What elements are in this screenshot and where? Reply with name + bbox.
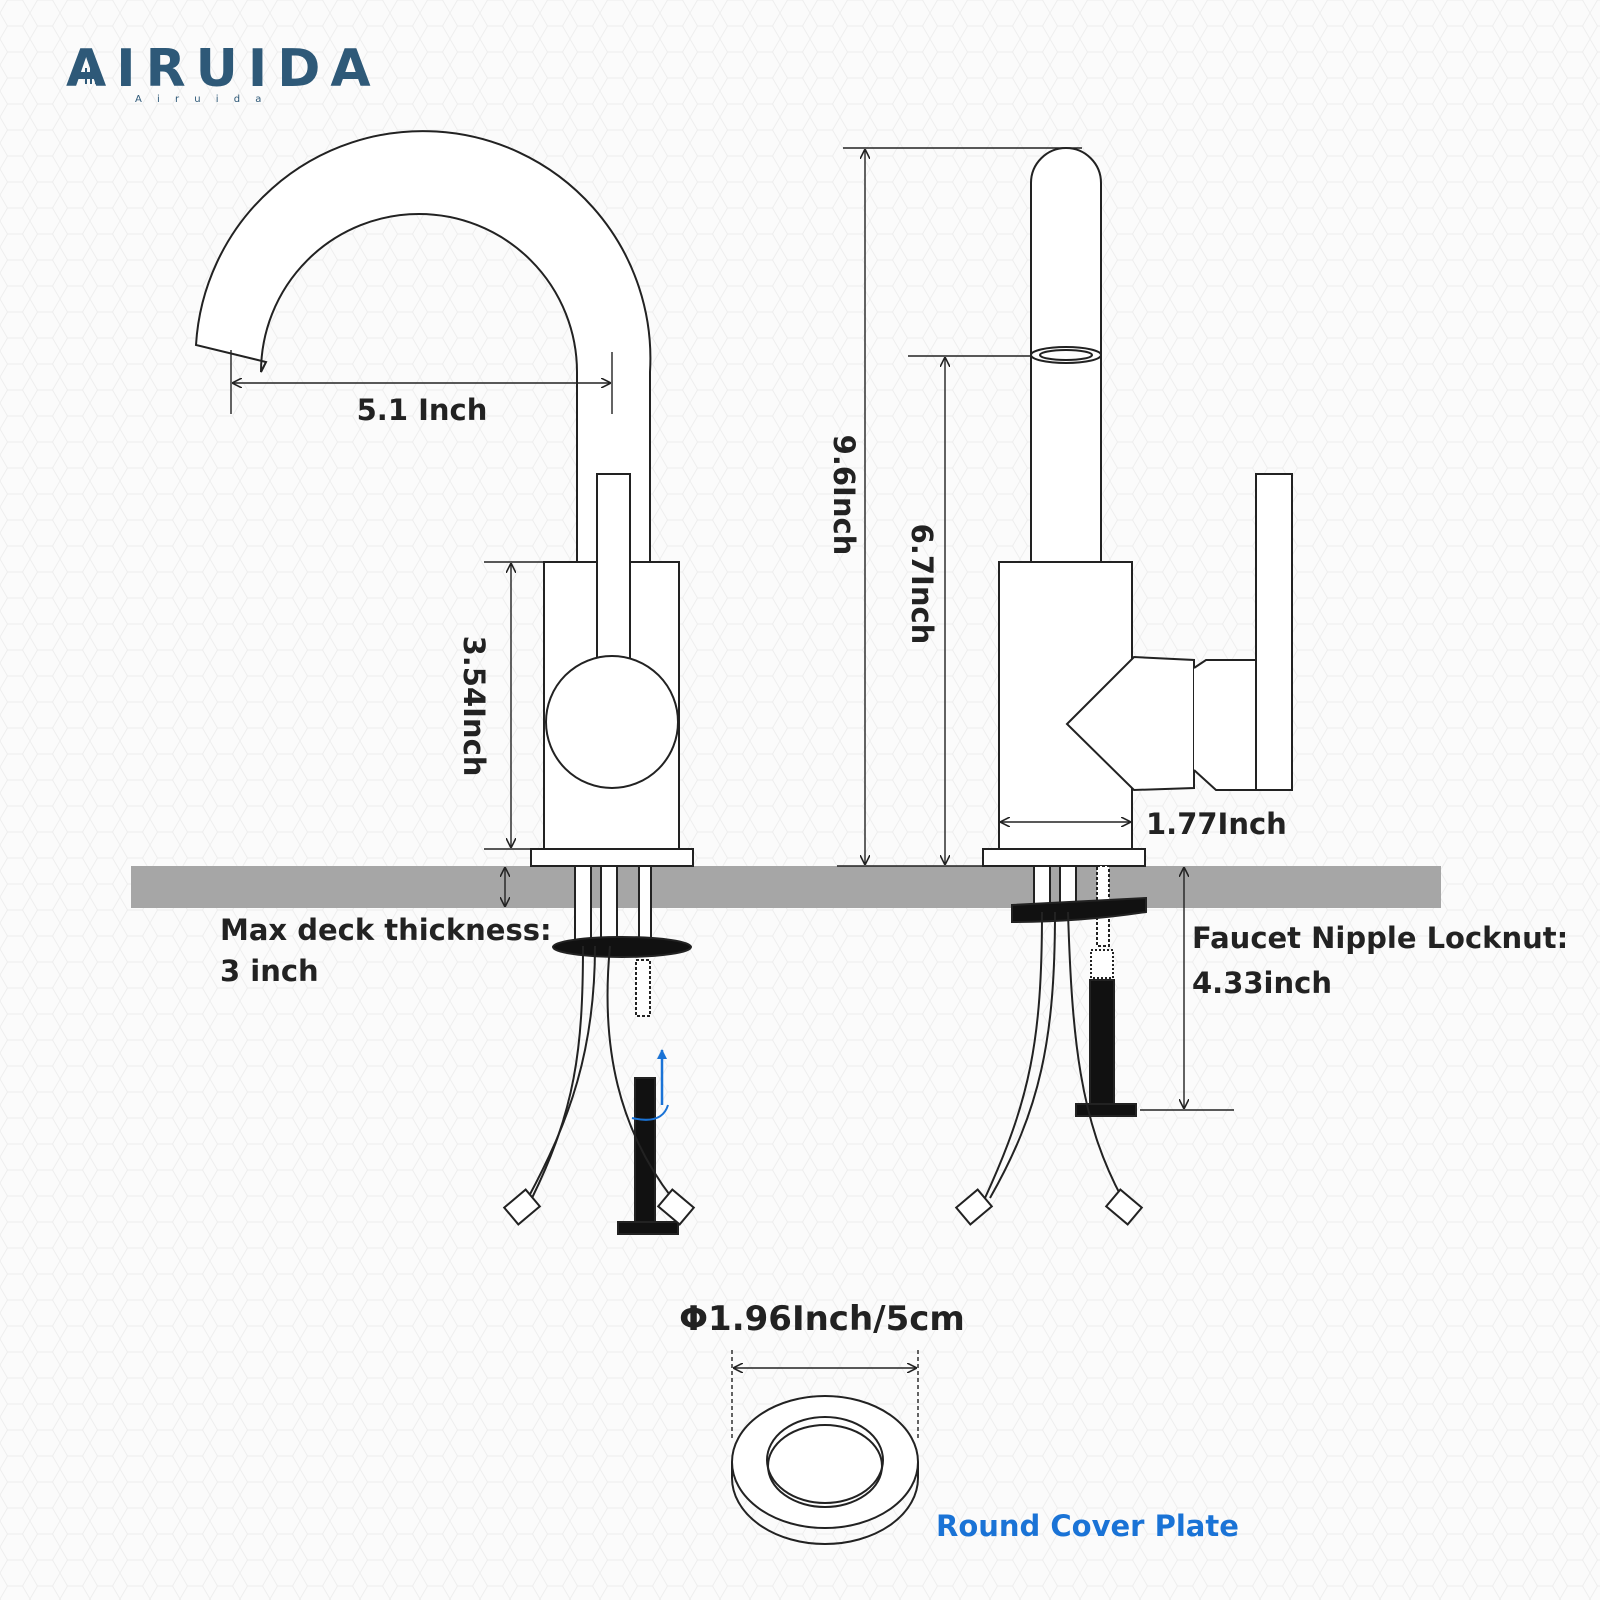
label-body-height: 3.54Inch — [457, 636, 491, 777]
tighten-arrow-icon — [631, 1049, 669, 1121]
locknut-wrench — [634, 1077, 656, 1229]
faucet-side-view — [954, 147, 1293, 1226]
label-locknut-line2: 4.33inch — [1192, 966, 1332, 1000]
label-total-height: 9.6Inch — [827, 435, 861, 556]
dim-locknut — [1140, 868, 1234, 1111]
label-cover-plate-diameter: Φ1.96Inch/5cm — [679, 1299, 965, 1339]
supply-hose-right — [606, 945, 673, 1199]
hose-fitting-left — [502, 1188, 542, 1226]
hose-fitting-side-left — [954, 1188, 994, 1226]
supply-hose-side-left — [984, 911, 1043, 1199]
brand-name: AIRUIDA — [66, 39, 381, 99]
locknut-side — [1089, 979, 1115, 1109]
label-spout-height: 6.7Inch — [905, 524, 939, 645]
base-plate — [530, 848, 694, 867]
hose-fitting-right — [656, 1188, 696, 1226]
shower-icon — [85, 68, 97, 84]
dim-total-height — [837, 147, 1082, 867]
mounting-bracket — [552, 936, 692, 958]
faucet-front-view — [194, 130, 696, 1235]
label-deck-thickness-line2: 3 inch — [220, 954, 319, 988]
hose-fitting-side-right — [1104, 1188, 1144, 1226]
handle-lever — [596, 473, 631, 665]
base-plate-side — [982, 848, 1146, 867]
round-cover-plate — [731, 1395, 919, 1545]
mounting-bolt — [635, 959, 651, 1017]
dim-spout-reach — [230, 350, 613, 414]
label-locknut-line1: Faucet Nipple Locknut: — [1192, 921, 1568, 955]
dim-cover-plate — [731, 1350, 919, 1440]
label-spout-reach: 5.1 Inch — [357, 393, 488, 427]
supply-hose-side-right — [1067, 911, 1123, 1199]
dim-spout-height — [908, 355, 1031, 864]
label-deck-thickness-line1: Max deck thickness: — [220, 913, 552, 947]
dim-body-height — [484, 561, 544, 850]
label-round-cover-plate: Round Cover Plate — [936, 1509, 1239, 1543]
brand-logo: AIRUIDA A i r u i d a — [66, 39, 381, 105]
label-body-width: 1.77Inch — [1146, 807, 1287, 841]
supply-hose-left — [531, 945, 584, 1199]
handle-hub — [1193, 659, 1265, 791]
gooseneck-spout — [194, 130, 652, 562]
countertop-deck — [131, 866, 1441, 908]
handle-disc — [545, 655, 679, 789]
brand-tagline: A i r u i d a — [135, 94, 267, 105]
supply-shanks — [574, 865, 652, 947]
handle-lever-side — [1255, 473, 1293, 791]
mounting-bracket-side — [1011, 896, 1147, 924]
